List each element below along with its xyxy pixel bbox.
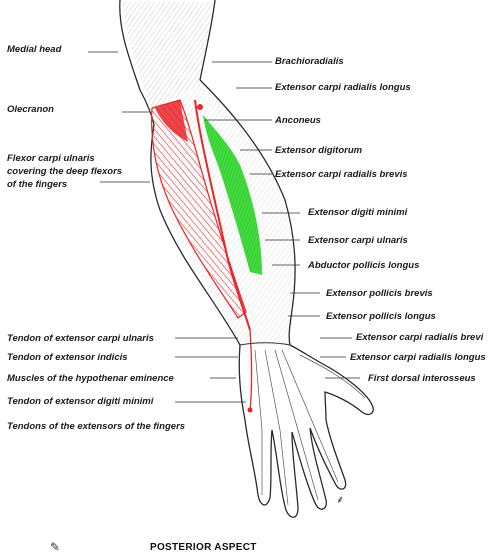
pencil-icon: ✎ [50,540,61,554]
label-ecrl-tendon: Extensor carpi radialis longus [350,352,486,363]
label-ed: Extensor digitorum [275,145,363,156]
hand-tendons [254,349,339,506]
red-tendon [249,329,253,413]
label-ecu: Extensor carpi ulnaris [308,235,408,246]
label-fcu-line1: Flexor carpi ulnaris [7,153,95,164]
label-olecranon: Olecranon [7,104,54,115]
label-ecrb-tendon: Extensor carpi radialis brevi [356,332,484,343]
red-muscle-fcu [151,99,247,319]
label-ecrb: Extensor carpi radialis brevis [275,169,408,180]
right-leader-lines [205,61,360,379]
label-brachioradialis: Brachioradialis [275,56,344,67]
label-hypothenar: Muscles of the hypothenar eminence [7,373,174,384]
label-tendons-fingers: Tendons of the extensors of the fingers [7,421,186,432]
thumb-detail [299,354,366,399]
label-tendon-edm: Tendon of extensor digiti minimi [7,396,154,407]
label-medial-head: Medial head [7,44,62,55]
label-apl: Abductor pollicis longus [308,260,420,271]
red-dot [197,104,203,110]
label-edm: Extensor digiti minimi [308,207,408,218]
label-fdi: First dorsal interosseus [368,373,476,384]
label-epb: Extensor pollicis brevis [326,288,433,299]
wrist-retinaculum [239,342,291,346]
label-anconeus: Anconeus [275,115,321,126]
red-anconeus [194,99,251,331]
label-epl: Extensor pollicis longus [326,311,436,322]
red-muscle-upper [155,100,188,142]
label-tendon-ecu: Tendon of extensor carpi ulnaris [7,333,154,344]
label-fcu-line2: covering the deep flexors [7,166,123,177]
green-muscle-hatch [203,115,262,275]
left-leader-lines [88,51,246,403]
upper-arm-shading [122,2,212,110]
diagram-title: POSTERIOR ASPECT [150,542,257,553]
label-tendon-ei: Tendon of extensor indicis [7,352,128,363]
red-dot-wrist [247,407,253,413]
hand-outline [238,344,374,518]
signature-mark: ⸙ [336,494,345,506]
label-fcu-line3: of the fingers [7,179,68,190]
label-ecrl: Extensor carpi radialis longus [275,82,411,93]
